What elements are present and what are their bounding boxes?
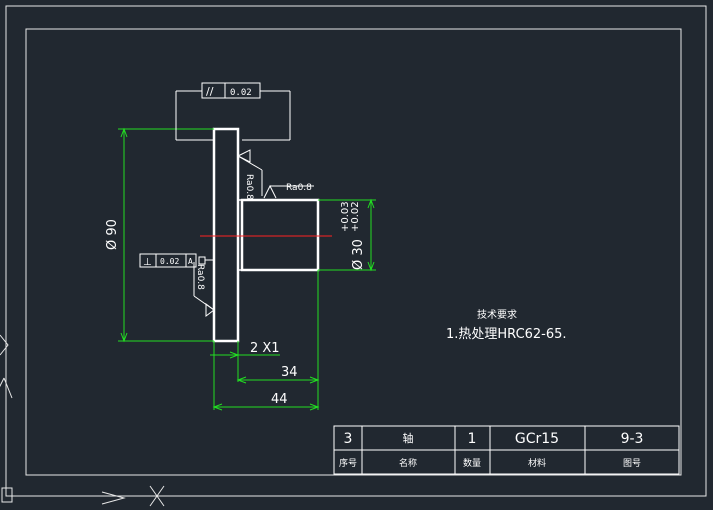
title-cell-quantity: 1 xyxy=(468,431,477,447)
diameter-30-dimension xyxy=(318,198,376,272)
ucs-origin-icon xyxy=(1,487,13,503)
title-header-name: 名称 xyxy=(399,457,417,469)
parallelism-leader xyxy=(175,90,291,141)
chamfer-dimension xyxy=(210,341,280,410)
parallelism-frame: // 0.02 xyxy=(201,82,261,99)
title-block xyxy=(333,425,680,475)
title-header-quantity: 数量 xyxy=(463,457,481,469)
shaft-outline xyxy=(240,198,320,272)
title-cell-material: GCr15 xyxy=(515,431,559,447)
chamfer-label: 2 X1 xyxy=(250,341,280,356)
length-34-dimension xyxy=(236,270,320,410)
roughness-label-side: Ra0.8 xyxy=(286,183,312,193)
inner-frame xyxy=(25,28,682,476)
flange-outline xyxy=(212,127,240,343)
title-header-material: 材料 xyxy=(528,457,546,469)
perpendicularity-symbol: ⊥ xyxy=(143,257,152,268)
diameter-90-label: Ø 90 xyxy=(105,219,120,250)
ucs-x-arrow-icon xyxy=(101,491,126,505)
title-cell-drawing-no: 9-3 xyxy=(621,431,644,447)
left-edge-mark xyxy=(0,334,9,356)
perpendicularity-value: 0.02 xyxy=(160,257,179,266)
tech-requirements-heading: 技术要求 xyxy=(477,308,517,321)
ucs-y-arrow-icon xyxy=(0,377,13,399)
title-cell-index: 3 xyxy=(344,431,353,447)
roughness-symbol-top xyxy=(236,149,263,196)
roughness-label-top: Ra0.8 xyxy=(244,174,254,200)
parallelism-value: 0.02 xyxy=(230,88,252,98)
roughness-symbol-side xyxy=(263,184,314,199)
title-cell-name: 轴 xyxy=(403,431,414,445)
length-44-dimension xyxy=(212,403,320,411)
shaft-tolerance-lower: +0.02 xyxy=(350,201,361,232)
length-44-label: 44 xyxy=(271,392,288,407)
datum-label: A xyxy=(188,257,193,266)
outer-frame xyxy=(5,5,707,497)
tech-requirements-item: 1.热处理HRC62-65. xyxy=(446,327,567,342)
length-34-label: 34 xyxy=(281,365,298,380)
title-header-index: 序号 xyxy=(339,457,357,469)
title-header-drawing-no: 图号 xyxy=(623,458,641,469)
roughness-symbol-lower xyxy=(193,262,215,317)
diameter-30-label: Ø 30 xyxy=(351,239,366,270)
roughness-label-lower: Ra0.8 xyxy=(195,264,205,290)
perpendicularity-frame: ⊥ 0.02 A xyxy=(139,253,214,268)
ucs-x-label-icon xyxy=(149,485,165,507)
diameter-90-dimension xyxy=(118,127,214,343)
parallelism-symbol: // xyxy=(206,85,214,98)
shaft-tolerance-upper: +0.03 xyxy=(340,201,351,232)
